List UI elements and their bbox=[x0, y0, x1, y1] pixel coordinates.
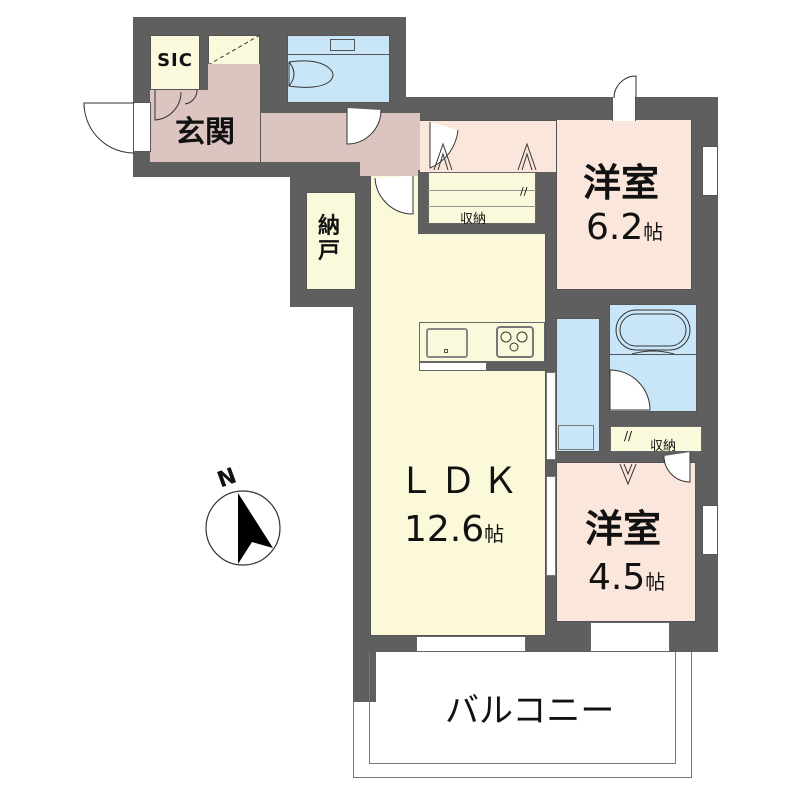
nando-storage[interactable] bbox=[306, 192, 356, 290]
genkan-room[interactable] bbox=[150, 90, 260, 162]
storage-1[interactable] bbox=[428, 172, 536, 224]
kitchen-counter-edge bbox=[419, 362, 487, 371]
entrance-door-opening bbox=[133, 102, 151, 152]
sic-closet bbox=[150, 35, 200, 90]
compass-label: N bbox=[214, 463, 240, 494]
toilet-tank bbox=[330, 39, 355, 51]
storage-2-mark: // bbox=[624, 429, 633, 443]
toilet-icon bbox=[288, 60, 334, 88]
kitchen-wall bbox=[487, 362, 547, 371]
washbasin bbox=[558, 425, 594, 450]
sic-door[interactable] bbox=[153, 89, 199, 122]
western-room-2-size-value: 4.5 bbox=[588, 557, 646, 598]
genkan-label: 玄関 bbox=[175, 115, 235, 150]
genkan-upper bbox=[208, 64, 260, 94]
western-room-2[interactable] bbox=[556, 462, 696, 622]
sliding-door-room-2[interactable] bbox=[546, 476, 556, 576]
western-room-1-door[interactable] bbox=[428, 120, 464, 170]
balcony-outer bbox=[353, 652, 692, 778]
storage-2[interactable] bbox=[610, 426, 702, 452]
bathroom-divider bbox=[609, 354, 697, 355]
ldk-size-unit: 帖 bbox=[484, 522, 505, 546]
ldk-label: ＬＤＫ bbox=[398, 461, 525, 502]
ldk-window[interactable] bbox=[416, 636, 526, 652]
bathroom-door[interactable] bbox=[608, 368, 654, 414]
balcony-wall-left bbox=[353, 652, 376, 702]
sic-label: SIC bbox=[157, 50, 193, 71]
compass-north-arrow-icon bbox=[205, 490, 281, 566]
western-room-1-main bbox=[556, 120, 692, 290]
room-1-top-door[interactable] bbox=[612, 74, 642, 100]
nando-label-top: 納 bbox=[318, 214, 341, 239]
closet-1-door-right bbox=[517, 142, 537, 171]
western-room-2-size-unit: 帖 bbox=[645, 570, 666, 594]
kitchen-drain bbox=[444, 349, 448, 353]
shoe-storage-diagonal bbox=[207, 34, 261, 66]
room-1-window[interactable] bbox=[702, 146, 718, 196]
toilet-counter bbox=[287, 35, 390, 55]
hallway-step bbox=[360, 150, 420, 176]
western-room-1-size: 6.2帖 bbox=[586, 210, 663, 246]
western-room-2-label: 洋室 bbox=[585, 507, 662, 551]
balcony-label: バルコニー bbox=[445, 691, 615, 731]
storage-1-shelf-1 bbox=[428, 190, 536, 191]
western-room-2-size: 4.5帖 bbox=[588, 560, 665, 596]
stove-icon bbox=[496, 326, 534, 358]
washroom[interactable] bbox=[556, 318, 600, 452]
closet-2-door bbox=[619, 463, 637, 486]
ldk-main bbox=[370, 232, 546, 636]
ldk-size: 12.6帖 bbox=[404, 512, 504, 548]
storage-1-label: 収納 bbox=[460, 212, 487, 227]
storage-1-shelf-2 bbox=[428, 206, 536, 207]
wall-ldk-left bbox=[353, 300, 373, 700]
nando-label-bottom: 戸 bbox=[318, 239, 341, 264]
western-room-1-size-unit: 帖 bbox=[643, 220, 664, 244]
toilet-door[interactable] bbox=[345, 108, 385, 148]
ldk-door[interactable] bbox=[373, 176, 415, 218]
storage-2-label: 収納 bbox=[650, 439, 677, 454]
western-room-1-size-value: 6.2 bbox=[586, 207, 644, 248]
room-2-bottom-window[interactable] bbox=[590, 622, 670, 652]
room-1-top-opening bbox=[612, 97, 636, 121]
entrance-door[interactable] bbox=[82, 100, 137, 155]
kitchen-sink bbox=[426, 328, 468, 358]
western-room-2-door[interactable] bbox=[662, 452, 692, 486]
storage-1-mark: // bbox=[520, 185, 528, 198]
ldk-size-value: 12.6 bbox=[404, 509, 485, 550]
bathtub-icon bbox=[615, 309, 691, 355]
sliding-door-wash[interactable] bbox=[546, 372, 556, 460]
western-room-1-label: 洋室 bbox=[583, 161, 660, 205]
closet-1-door-left bbox=[433, 142, 453, 171]
room-2-window[interactable] bbox=[702, 505, 718, 555]
balcony[interactable] bbox=[369, 652, 676, 764]
